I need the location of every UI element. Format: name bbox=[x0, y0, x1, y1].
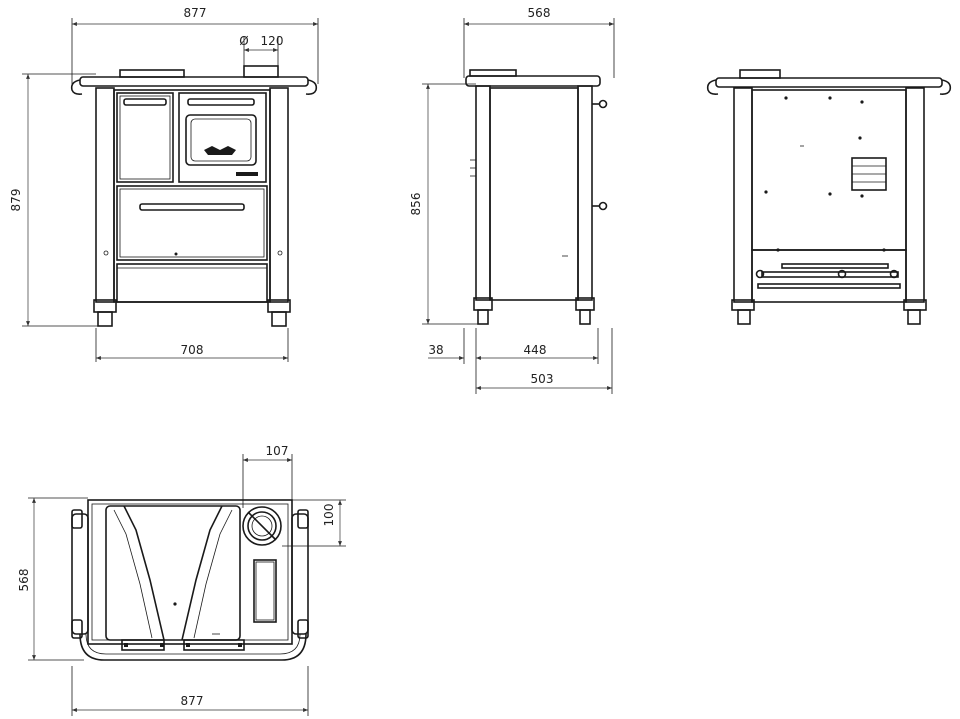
side-depth-label: 568 bbox=[528, 6, 551, 20]
top-depth-label: 568 bbox=[17, 569, 31, 592]
side-dimensions: 568 856 38 448 503 bbox=[409, 6, 615, 394]
side-view bbox=[465, 69, 608, 325]
front-width-label: 877 bbox=[184, 6, 207, 20]
side-inner-depth-label: 448 bbox=[524, 343, 547, 357]
top-flue-width-label: 107 bbox=[266, 444, 289, 458]
front-view bbox=[70, 65, 318, 327]
top-flue-offset-label: 100 bbox=[322, 504, 336, 527]
front-dimensions: 877 879 708 Ø 120 bbox=[9, 6, 319, 362]
side-height-label: 856 bbox=[409, 193, 423, 216]
flue-diameter-symbol: Ø bbox=[239, 34, 248, 48]
top-view bbox=[71, 499, 309, 661]
side-offset-label: 38 bbox=[428, 343, 443, 357]
top-dimensions: 107 100 568 877 bbox=[17, 444, 346, 716]
front-height-label: 879 bbox=[9, 189, 23, 212]
front-inner-width-label: 708 bbox=[181, 343, 204, 357]
back-view bbox=[706, 69, 952, 325]
side-base-depth-label: 503 bbox=[531, 372, 554, 386]
top-width-label: 877 bbox=[181, 694, 204, 708]
flue-diameter-label: 120 bbox=[261, 34, 284, 48]
